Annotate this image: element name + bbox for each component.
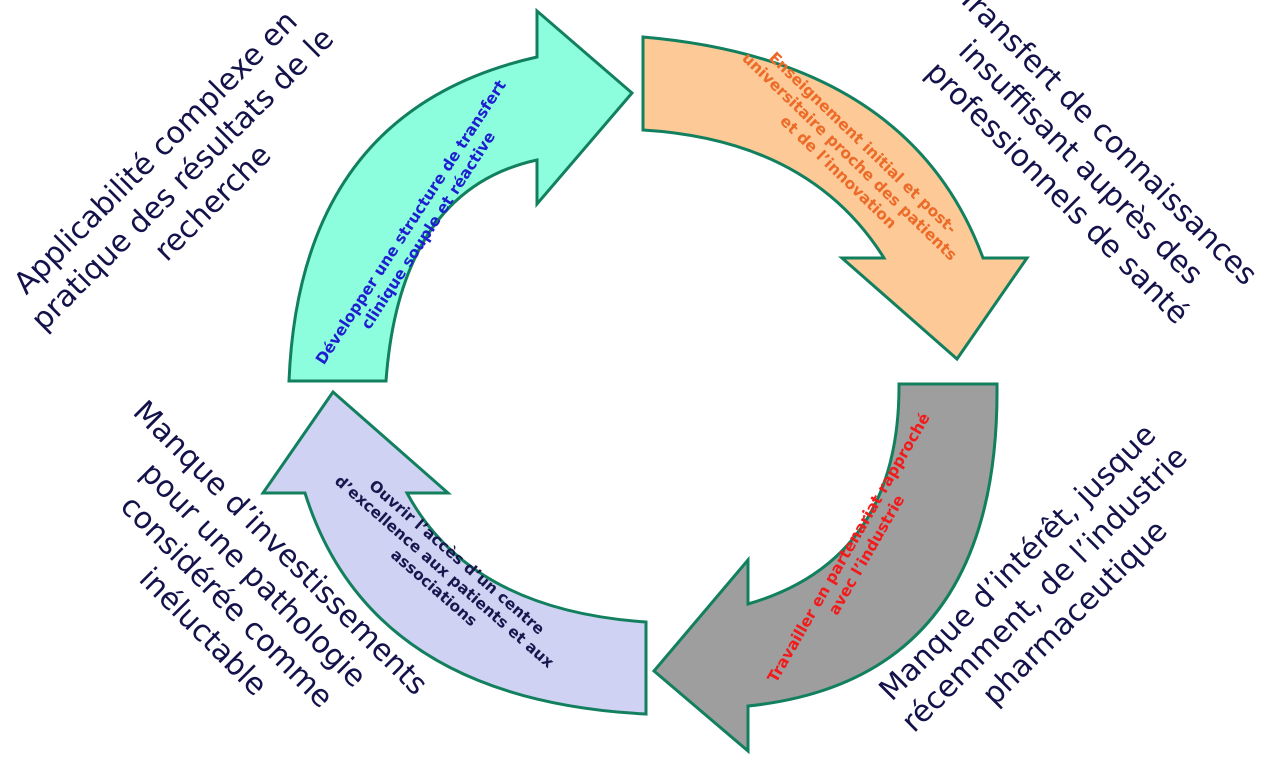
arrow-shape-gray <box>651 382 999 755</box>
arrow-shape-orange <box>641 35 1030 362</box>
arrow-shape-lilac <box>260 389 648 716</box>
arrow-develop-structure: Développer une structure de transfert cl… <box>287 7 635 383</box>
problem-line: insuffisant auprès des <box>951 34 1209 292</box>
problem-line: pratique des résultats de le <box>24 21 340 337</box>
arrow-shape-teal <box>287 7 635 383</box>
